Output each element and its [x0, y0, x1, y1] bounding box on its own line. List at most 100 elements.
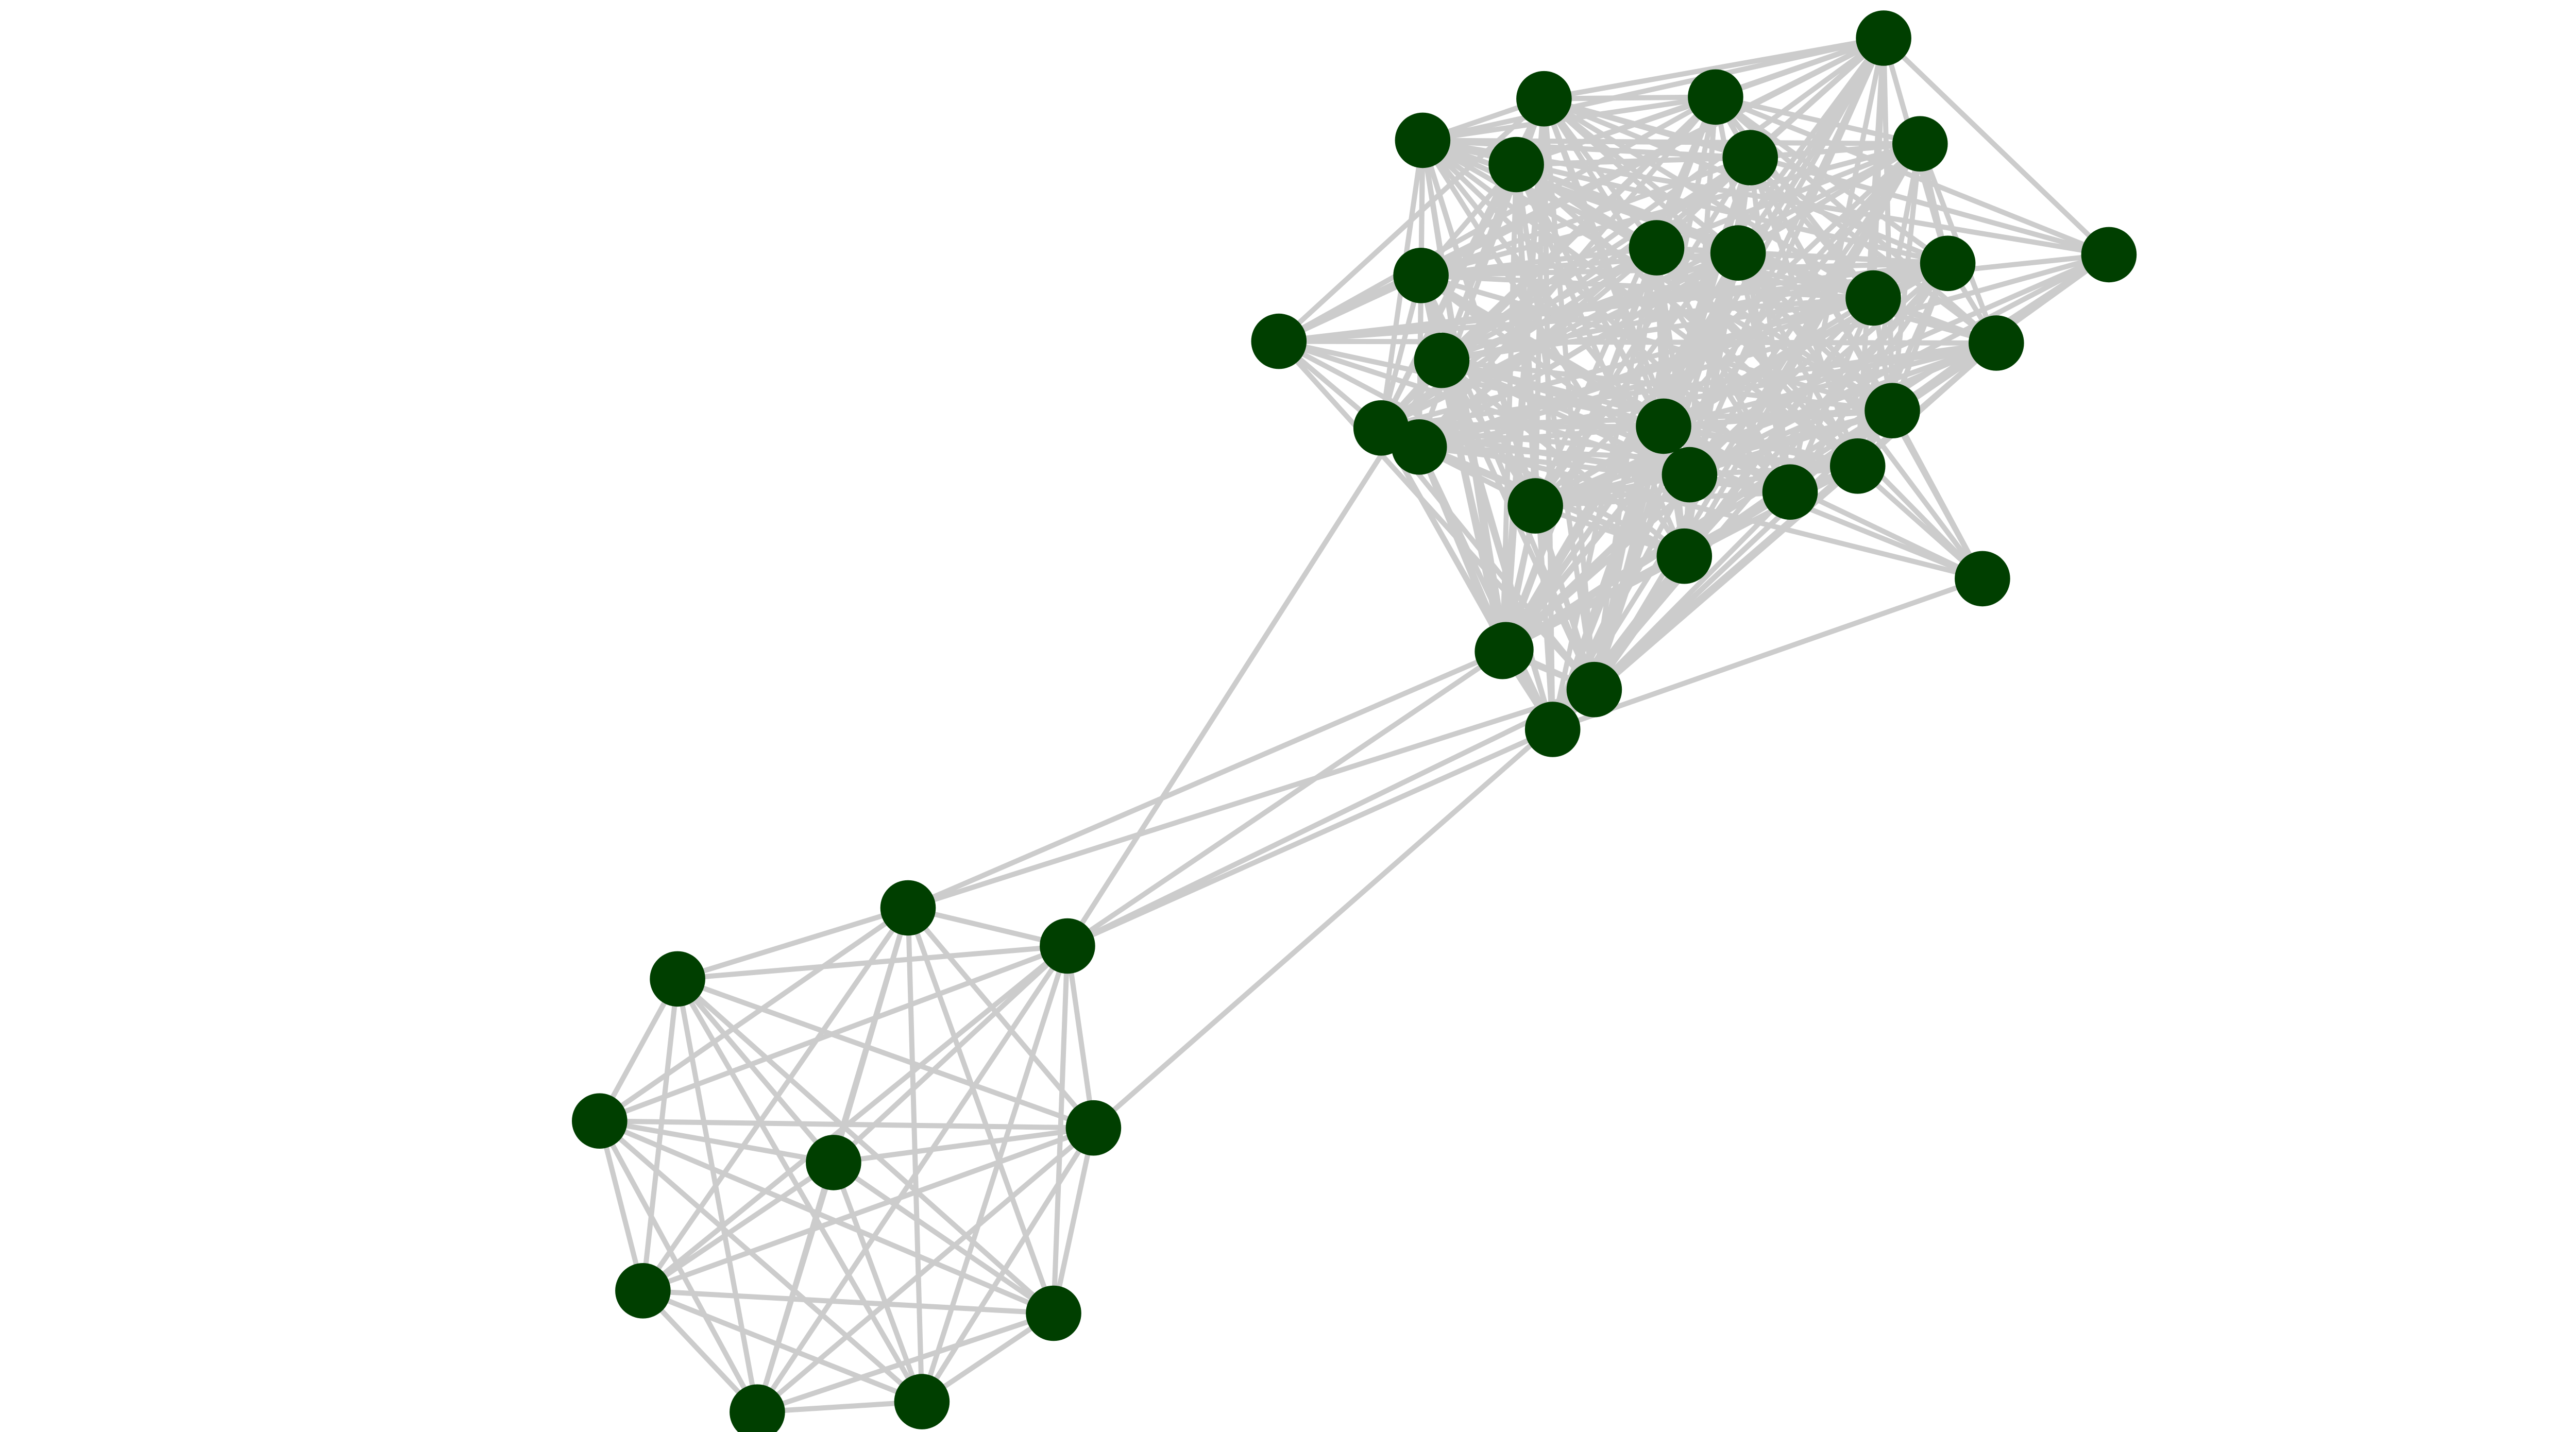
graph-node-n40 — [894, 1374, 950, 1429]
graph-node-n33 — [650, 951, 705, 1007]
graph-node-n12 — [1393, 248, 1449, 303]
graph-edge — [675, 905, 911, 982]
graph-node-n13 — [1845, 270, 1901, 326]
graph-node-n4 — [1395, 112, 1451, 168]
graph-node-n16 — [1414, 332, 1470, 388]
graph-node-n28 — [1566, 661, 1622, 718]
graph-edge — [754, 1310, 1056, 1415]
graph-edge — [1064, 687, 1597, 949]
graph-edge — [905, 687, 1597, 911]
graph-edge — [1661, 423, 1860, 469]
graph-edge — [597, 1118, 1056, 1316]
graph-edge — [1439, 295, 1876, 363]
graph-node-n20 — [1391, 419, 1447, 475]
graph-edge — [1439, 357, 1555, 732]
graph-edge — [1503, 472, 1692, 653]
graph-node-n38 — [1026, 1285, 1081, 1341]
graph-edge — [1439, 357, 1895, 414]
graph-node-n22 — [1829, 438, 1886, 494]
graph-edge — [640, 1160, 836, 1293]
graph-edge — [1661, 408, 1895, 429]
graph-edge — [675, 976, 1096, 1131]
graph-node-n8 — [1629, 220, 1685, 276]
graph-edge — [1378, 425, 1860, 469]
graph-edge — [1591, 423, 1666, 692]
graph-edge — [1064, 727, 1555, 949]
graph-node-n39 — [730, 1384, 785, 1432]
graph-edge — [675, 976, 1056, 1316]
graph-node-n21 — [1662, 447, 1718, 503]
node-layer — [572, 10, 2137, 1432]
graph-edge — [1276, 338, 1692, 478]
graph-edge — [1661, 340, 1999, 429]
graph-node-n34 — [1065, 1100, 1122, 1156]
graph-edge — [1091, 687, 1597, 1131]
graph-edge — [1416, 423, 1666, 450]
graph-edge — [1713, 94, 1923, 147]
graph-edge — [1533, 340, 1999, 509]
graph-node-n17 — [1865, 383, 1920, 438]
graph-edge — [1541, 96, 1659, 250]
graph-node-n14 — [1251, 313, 1307, 369]
graph-edge — [640, 1125, 1096, 1293]
graph-node-n29 — [1524, 702, 1581, 757]
graph-node-n25 — [1656, 528, 1713, 584]
graph-edge — [1550, 576, 1985, 732]
graph-node-n11 — [2081, 227, 2137, 283]
graph-edge — [1890, 408, 1985, 582]
edge-layer — [597, 36, 2112, 1415]
graph-node-n32 — [1040, 918, 1095, 974]
graph-edge — [640, 1288, 760, 1415]
graph-edge — [1064, 357, 1445, 949]
graph-edge — [1591, 489, 1793, 692]
graph-edge — [597, 1118, 646, 1293]
graph-edge — [1514, 94, 1718, 167]
graph-node-n30 — [1478, 622, 1534, 678]
graph-edge — [675, 976, 925, 1405]
graph-edge — [1514, 155, 1753, 167]
graph-edge — [754, 1125, 1096, 1415]
graph-edge — [1439, 36, 1887, 363]
graph-edge — [919, 943, 1070, 1405]
graph-edge — [675, 943, 1070, 982]
graph-edge — [1418, 155, 1753, 278]
graph-node-n26 — [1955, 551, 2010, 607]
graph-edge — [905, 905, 1056, 1316]
graph-edge — [1064, 647, 1509, 949]
graph-node-n19 — [1636, 398, 1691, 454]
graph-edge — [1533, 489, 1793, 509]
graph-edge — [831, 1125, 1096, 1165]
graph-edge — [1418, 272, 1876, 301]
graph-edge — [597, 905, 911, 1124]
graph-edge — [905, 647, 1509, 911]
graph-node-n10 — [1920, 235, 1976, 292]
graph-edge — [640, 1288, 925, 1405]
graph-edge — [1503, 423, 1666, 653]
graph-node-n15 — [1969, 315, 2024, 371]
graph-edge — [1541, 94, 1718, 101]
graph-edge — [1533, 503, 1597, 692]
graph-edge — [597, 1118, 836, 1165]
graph-edge — [640, 976, 681, 1293]
graph-edge — [1276, 338, 1999, 346]
graph-edge — [919, 1125, 1096, 1405]
graph-edge — [831, 1160, 1056, 1316]
graph-node-n2 — [1516, 71, 1572, 127]
graph-edge — [1416, 444, 1860, 469]
graph-edge — [1416, 444, 1509, 653]
graph-edge — [754, 1160, 836, 1415]
graph-edge — [597, 1118, 1096, 1131]
graph-node-n24 — [1507, 478, 1563, 534]
graph-edge — [640, 905, 911, 1293]
graph-edge — [1748, 155, 1999, 346]
graph-edge — [1416, 252, 2112, 450]
graph-node-n7 — [1722, 130, 1778, 185]
graph-node-n37 — [615, 1263, 671, 1319]
graph-edge — [597, 1118, 925, 1405]
graph-edge — [640, 1288, 1056, 1316]
graph-edge — [640, 943, 1070, 1293]
graph-edge — [675, 976, 836, 1165]
graph-node-n36 — [806, 1135, 861, 1190]
